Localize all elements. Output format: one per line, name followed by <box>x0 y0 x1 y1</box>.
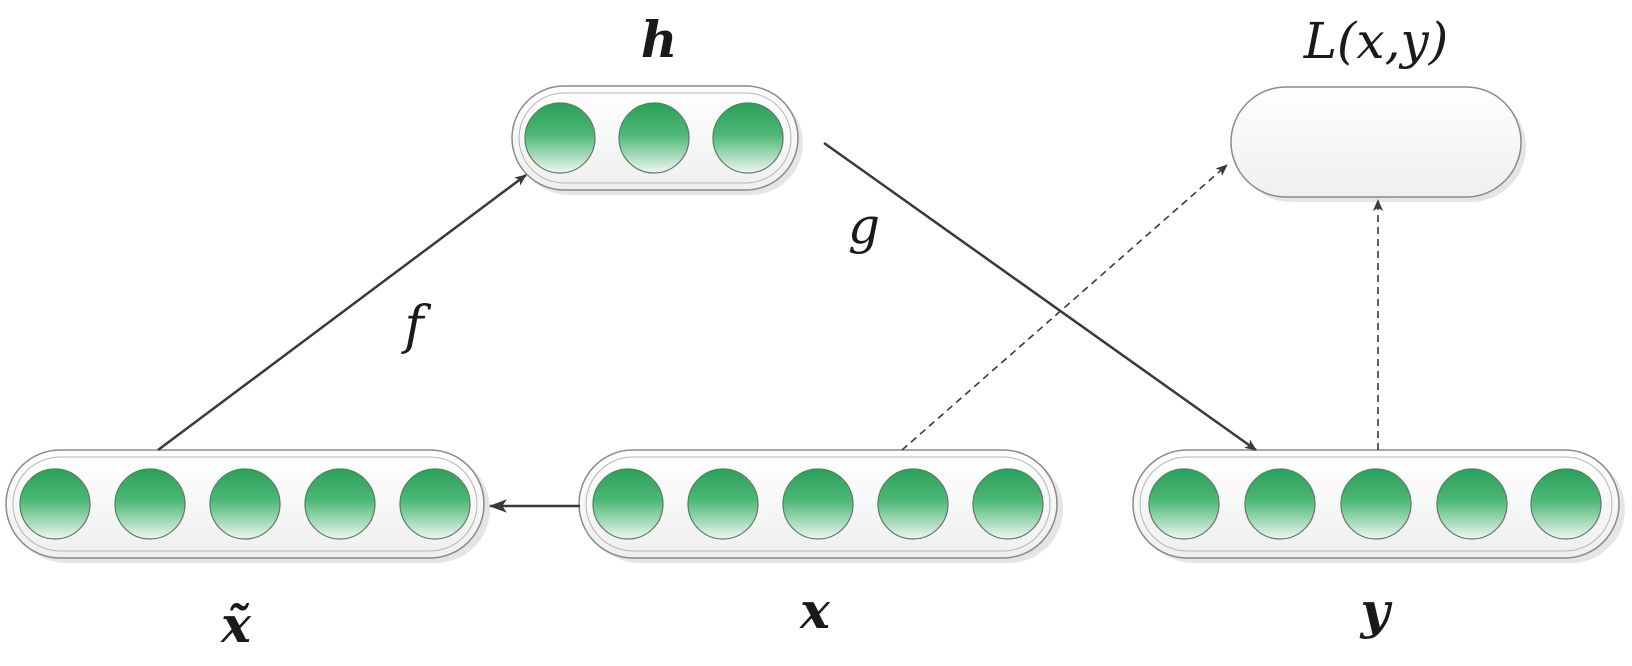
layer-h <box>511 85 803 195</box>
layer-h-capsule-inner <box>518 92 792 184</box>
neuron-unit <box>1436 468 1508 540</box>
arrow-x-to-loss <box>901 164 1228 451</box>
neuron-unit <box>712 102 784 174</box>
layer-y <box>1132 449 1625 563</box>
layer-x-tilde-units <box>19 468 471 540</box>
neuron-unit <box>1244 468 1316 540</box>
label-g: g <box>848 197 880 255</box>
neuron-unit <box>1340 468 1412 540</box>
neuron-unit <box>304 468 376 540</box>
arrow-f-encoder <box>157 173 527 452</box>
neuron-unit <box>687 468 759 540</box>
neuron-unit <box>592 468 664 540</box>
neuron-unit <box>618 102 690 174</box>
loss-box-capsule <box>1230 86 1522 198</box>
neuron-unit <box>1148 468 1220 540</box>
neuron-unit <box>19 468 91 540</box>
layer-x-units <box>592 468 1044 540</box>
label-y: y <box>1359 581 1392 640</box>
arrow-g-decoder <box>823 141 1257 452</box>
layer-x-tilde <box>5 449 490 563</box>
layer-x-tilde-capsule-inner <box>12 456 478 552</box>
label-x-tilde: x̃ <box>220 595 252 654</box>
neuron-unit <box>399 468 471 540</box>
layer-h-units <box>524 102 784 174</box>
label-h: h <box>641 10 677 69</box>
label-f: f <box>400 296 431 356</box>
neuron-unit <box>877 468 949 540</box>
neuron-unit <box>209 468 281 540</box>
neuron-unit <box>524 102 596 174</box>
layer-x-capsule-inner <box>585 456 1051 552</box>
layer-y-capsule-inner <box>1139 456 1613 552</box>
neuron-unit <box>782 468 854 540</box>
label-x: x <box>799 581 831 640</box>
label-loss: L(x,y) <box>1303 12 1449 70</box>
loss-box <box>1230 86 1526 202</box>
neuron-unit <box>114 468 186 540</box>
neuron-unit <box>1530 468 1602 540</box>
neuron-unit <box>972 468 1044 540</box>
layer-y-units <box>1148 468 1602 540</box>
layer-x <box>578 449 1063 563</box>
connections <box>157 141 1383 513</box>
